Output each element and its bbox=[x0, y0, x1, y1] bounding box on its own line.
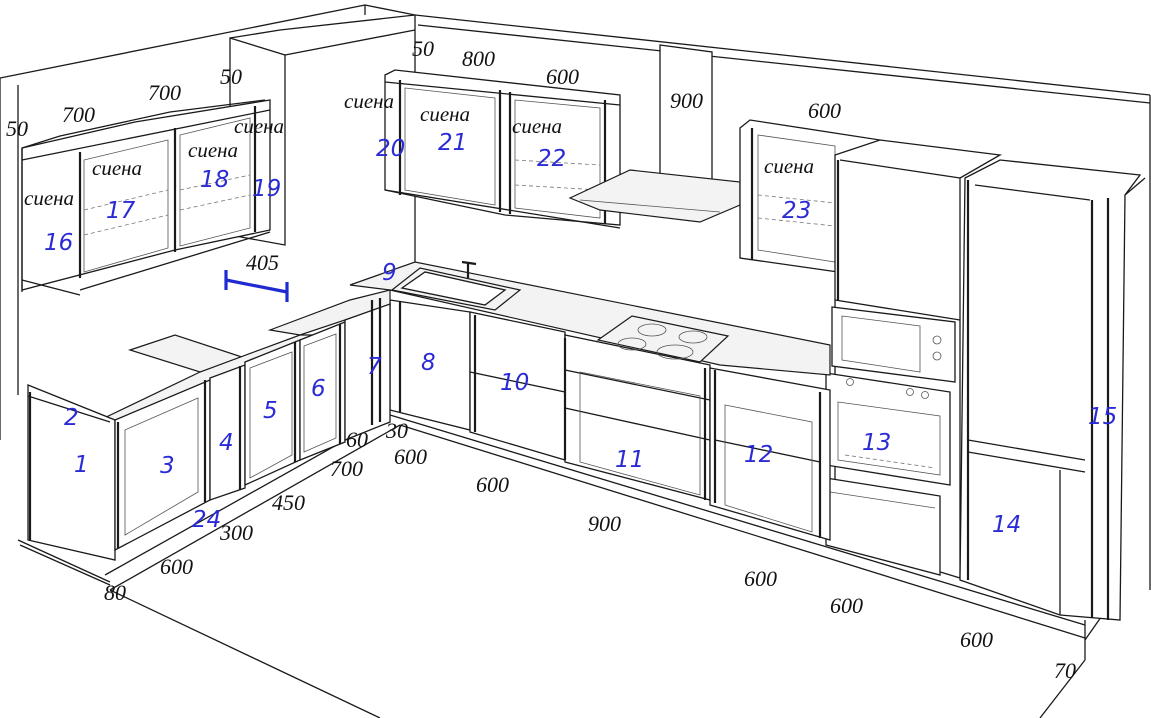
material-label-17: сиена bbox=[92, 156, 142, 180]
dim-900-hood: 900 bbox=[670, 88, 703, 113]
module-number-19: 19 bbox=[252, 176, 281, 202]
upper-left-cabinets bbox=[21, 99, 271, 296]
module-number-2: 2 bbox=[64, 405, 79, 431]
module-number-1: 1 bbox=[74, 452, 89, 478]
module-number-15: 15 bbox=[1088, 404, 1117, 430]
dim-700-left-upper-2: 700 bbox=[148, 80, 181, 105]
dim-405: 405 bbox=[246, 250, 279, 275]
lower-right-run bbox=[349, 260, 831, 541]
module-number-6: 6 bbox=[311, 376, 326, 402]
module-number-11: 11 bbox=[615, 447, 644, 473]
opening-marker-405 bbox=[224, 270, 289, 302]
dim-450: 450 bbox=[272, 490, 305, 515]
dim-700-floor: 700 bbox=[330, 456, 363, 481]
module-numbers: 1 2 3 4 5 6 7 8 9 10 11 12 13 14 15 16 1… bbox=[44, 130, 1117, 538]
module-number-14: 14 bbox=[992, 512, 1021, 538]
material-labels: сиена сиена сиена сиена сиена сиена сиен… bbox=[24, 89, 814, 210]
tall-column bbox=[825, 139, 1003, 579]
module-number-10: 10 bbox=[500, 370, 529, 396]
module-number-24: 24 bbox=[192, 507, 221, 533]
material-label-16: сиена bbox=[24, 186, 74, 210]
module-number-5: 5 bbox=[263, 398, 278, 424]
module-number-21: 21 bbox=[438, 130, 467, 156]
material-label-18: сиена bbox=[188, 138, 238, 162]
module-number-12: 12 bbox=[744, 442, 773, 468]
material-label-19: сиена bbox=[234, 114, 284, 138]
range-hood bbox=[568, 44, 741, 223]
dim-700-left-upper: 700 bbox=[62, 102, 95, 127]
dim-50-mid: 50 bbox=[412, 36, 434, 61]
dim-600-floor-b: 600 bbox=[476, 472, 509, 497]
material-label-20: сиена bbox=[344, 89, 394, 113]
dim-300: 300 bbox=[219, 520, 253, 545]
dim-600-floor-e: 600 bbox=[960, 627, 993, 652]
module-number-23: 23 bbox=[782, 198, 811, 224]
dim-50-pillar: 50 bbox=[220, 64, 242, 89]
module-number-7: 7 bbox=[367, 354, 382, 380]
dim-600-floor-c: 600 bbox=[744, 566, 777, 591]
module-number-16: 16 bbox=[44, 230, 73, 256]
dim-30: 30 bbox=[385, 418, 408, 443]
dim-50-left: 50 bbox=[6, 116, 28, 141]
dim-800: 800 bbox=[462, 46, 495, 71]
upper-middle-cabinets bbox=[384, 69, 621, 229]
dim-70: 70 bbox=[1054, 658, 1076, 683]
dim-600-upper-mid: 600 bbox=[546, 64, 579, 89]
module-number-22: 22 bbox=[537, 146, 566, 172]
material-label-22: сиена bbox=[512, 114, 562, 138]
material-label-23: сиена bbox=[764, 154, 814, 178]
dim-600-floor-a: 600 bbox=[394, 444, 427, 469]
module-number-20: 20 bbox=[376, 136, 405, 162]
dim-600-floor-d: 600 bbox=[830, 593, 863, 618]
module-number-4: 4 bbox=[219, 430, 234, 456]
dim-600-upper-right: 600 bbox=[808, 98, 841, 123]
lower-left-run bbox=[17, 289, 391, 583]
dim-60: 60 bbox=[346, 427, 368, 452]
module-number-17: 17 bbox=[106, 198, 136, 224]
module-number-9: 9 bbox=[382, 260, 397, 286]
module-number-8: 8 bbox=[421, 350, 436, 376]
material-label-21: сиена bbox=[420, 102, 470, 126]
dim-80: 80 bbox=[104, 580, 126, 605]
dimension-labels: 50 700 700 50 50 800 600 900 600 405 60 … bbox=[6, 36, 1076, 683]
module-number-3: 3 bbox=[160, 453, 175, 479]
dim-900-floor: 900 bbox=[588, 511, 621, 536]
module-number-13: 13 bbox=[862, 430, 891, 456]
module-number-18: 18 bbox=[200, 167, 229, 193]
dim-600-floor-left: 600 bbox=[160, 554, 193, 579]
fridge-column bbox=[959, 159, 1146, 621]
